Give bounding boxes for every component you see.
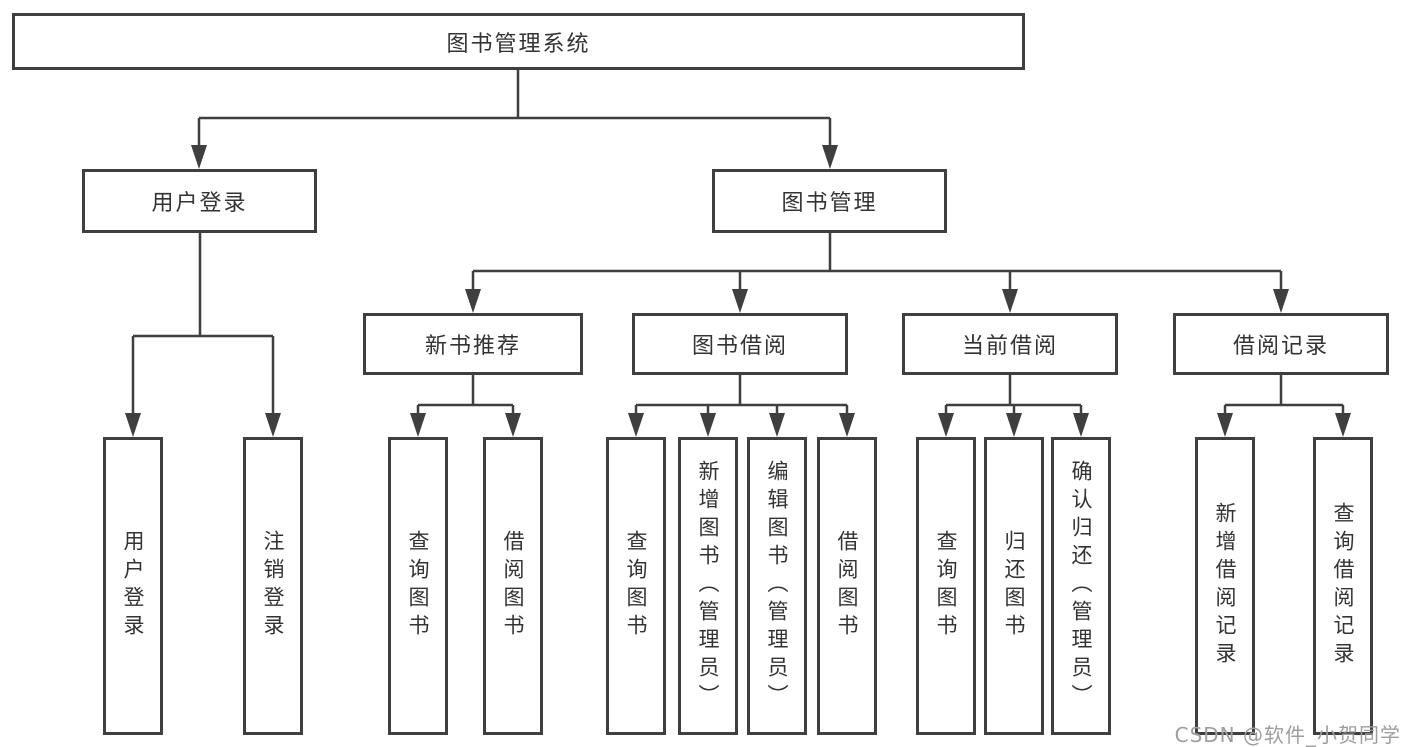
- leaf-add-borrow-record-label: 新增借阅记录: [1213, 502, 1237, 670]
- leaf-edit-book-admin-label: 编辑图书（管理员）: [765, 460, 789, 712]
- leaf-query-books-1-label: 查询图书: [406, 530, 430, 642]
- leaf-edit-book-admin: 编辑图书（管理员）: [747, 437, 807, 735]
- node-book-management: 图书管理: [712, 169, 947, 233]
- node-current-borrow: 当前借阅: [902, 313, 1118, 375]
- leaf-return-book-label: 归还图书: [1002, 530, 1026, 642]
- leaf-query-books-1: 查询图书: [388, 437, 448, 735]
- leaf-query-books-2: 查询图书: [606, 437, 666, 735]
- leaf-return-book: 归还图书: [984, 437, 1044, 735]
- leaf-query-books-3: 查询图书: [916, 437, 976, 735]
- leaf-confirm-return-admin: 确认归还（管理员）: [1051, 437, 1111, 735]
- leaf-logout-label: 注销登录: [261, 530, 285, 642]
- csdn-watermark: CSDN @软件_小贺同学: [1174, 723, 1401, 747]
- leaf-user-login-label: 用户登录: [121, 530, 145, 642]
- leaf-query-borrow-record-label: 查询借阅记录: [1331, 502, 1355, 670]
- leaf-add-book-admin: 新增图书（管理员）: [678, 437, 738, 735]
- leaf-borrow-books-2-label: 借阅图书: [835, 530, 859, 642]
- leaf-borrow-books-1: 借阅图书: [483, 437, 543, 735]
- node-book-management-label: 图书管理: [781, 191, 878, 216]
- node-book-borrow: 图书借阅: [632, 313, 848, 375]
- node-user-login-label: 用户登录: [151, 191, 248, 216]
- leaf-logout: 注销登录: [243, 437, 303, 735]
- leaf-add-book-admin-label: 新增图书（管理员）: [696, 460, 720, 712]
- node-book-borrow-label: 图书借阅: [691, 334, 788, 359]
- leaf-borrow-books-1-label: 借阅图书: [501, 530, 525, 642]
- node-user-login: 用户登录: [82, 169, 317, 233]
- node-borrow-records: 借阅记录: [1173, 313, 1389, 375]
- node-new-book-recommend: 新书推荐: [363, 313, 583, 375]
- leaf-query-books-2-label: 查询图书: [624, 530, 648, 642]
- leaf-borrow-books-2: 借阅图书: [817, 437, 877, 735]
- node-borrow-records-label: 借阅记录: [1232, 334, 1329, 359]
- node-current-borrow-label: 当前借阅: [961, 334, 1058, 359]
- leaf-user-login: 用户登录: [103, 437, 163, 735]
- leaf-confirm-return-admin-label: 确认归还（管理员）: [1069, 460, 1093, 712]
- leaf-query-borrow-record: 查询借阅记录: [1313, 437, 1373, 735]
- node-root-label: 图书管理系统: [446, 31, 591, 57]
- leaf-add-borrow-record: 新增借阅记录: [1195, 437, 1255, 735]
- node-root: 图书管理系统: [12, 13, 1025, 70]
- leaf-query-books-3-label: 查询图书: [934, 530, 958, 642]
- node-new-book-recommend-label: 新书推荐: [424, 334, 521, 359]
